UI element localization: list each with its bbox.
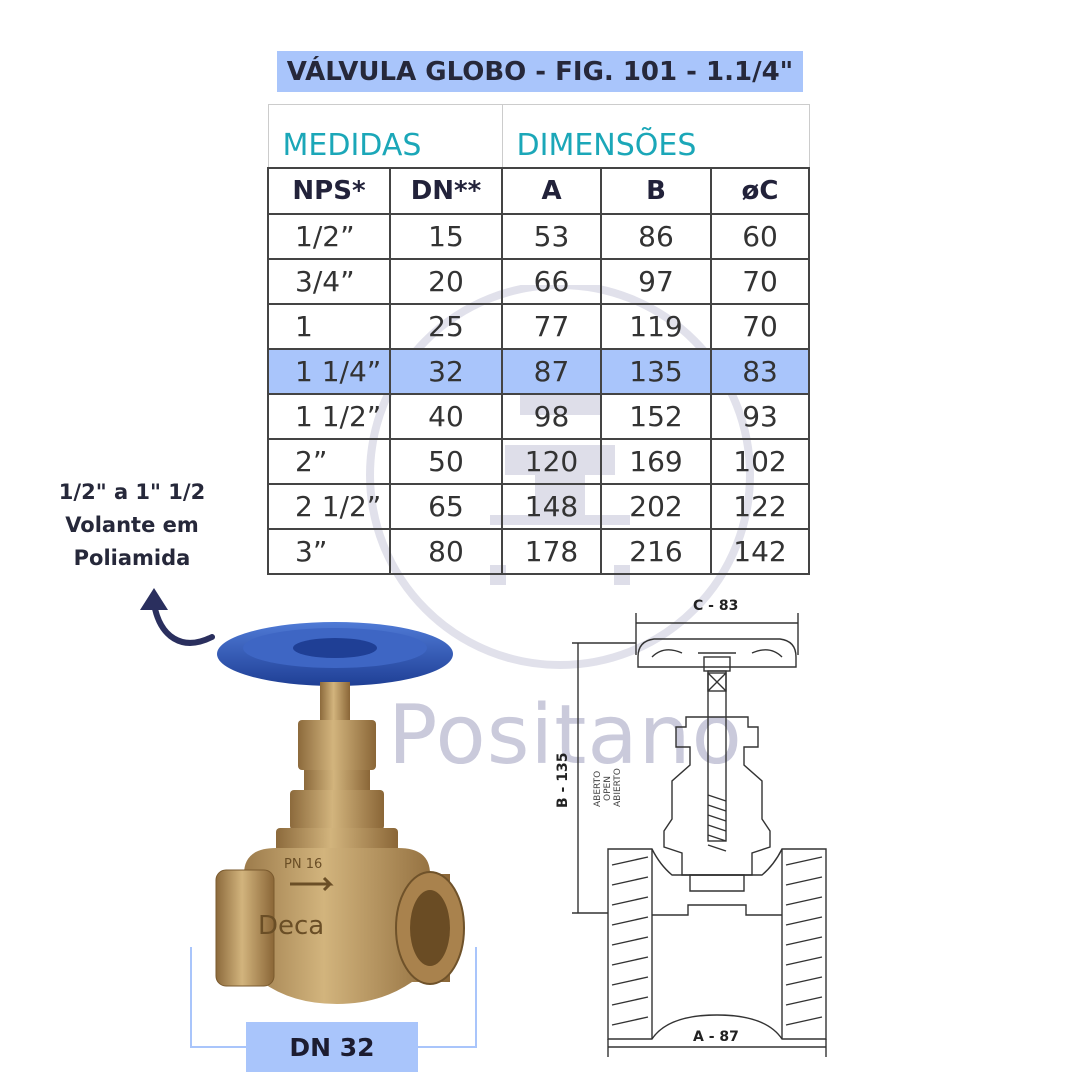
header-b: B (600, 167, 712, 215)
curved-arrow-icon (140, 588, 215, 646)
cell-b: 216 (600, 528, 712, 575)
cell-c: 93 (709, 393, 811, 440)
cell-nps: 3” (267, 528, 391, 575)
cell-b: 97 (600, 258, 712, 305)
handwheel-note: 1/2" a 1" 1/2 Volante em Poliamida (48, 476, 216, 575)
dimension-label-a: A - 87 (693, 1029, 739, 1045)
cell-dn: 65 (389, 483, 503, 530)
cell-dn: 25 (389, 303, 503, 350)
cell-b: 86 (600, 213, 712, 260)
cell-c: 102 (709, 438, 811, 485)
cell-nps: 1 (267, 303, 391, 350)
page-title: VÁLVULA GLOBO - FIG. 101 - 1.1/4" (286, 56, 794, 87)
stem-label-aberto: ABERTO (593, 771, 603, 807)
cell-nps: 1/2” (267, 213, 391, 260)
title-banner: VÁLVULA GLOBO - FIG. 101 - 1.1/4" (277, 51, 803, 92)
body-mark-pressure: PN 16 (284, 857, 322, 872)
note-line-material-1: Volante em (65, 513, 199, 537)
cell-c: 60 (709, 213, 811, 260)
table-header-row: NPS* DN** A B øC (267, 167, 811, 215)
cell-a: 178 (501, 528, 602, 575)
table-row: 1 1/2” 40 98 152 93 (267, 393, 811, 440)
watermark-text: Positano (388, 688, 743, 783)
cell-b: 169 (600, 438, 712, 485)
header-c: øC (709, 167, 811, 215)
cell-a: 148 (501, 483, 602, 530)
cell-dn: 50 (389, 438, 503, 485)
cell-c: 70 (709, 258, 811, 305)
header-dn: DN** (389, 167, 503, 215)
cell-dn: 32 (389, 348, 503, 395)
header-nps: NPS* (267, 167, 391, 215)
stem-label-abierto: ABIERTO (613, 768, 623, 807)
cell-a: 77 (501, 303, 602, 350)
table-row: 1 25 77 119 70 (267, 303, 811, 350)
cell-a: 98 (501, 393, 602, 440)
cell-b: 202 (600, 483, 712, 530)
table-row: 2 1/2” 65 148 202 122 (267, 483, 811, 530)
cell-c: 70 (709, 303, 811, 350)
cell-b: 152 (600, 393, 712, 440)
valve-photo: PN 16 Deca (215, 622, 465, 1004)
dimension-label-b: B - 135 (555, 752, 571, 808)
table-row-highlighted: 1 1/4” 32 87 135 83 (267, 348, 811, 395)
cell-dn: 15 (389, 213, 503, 260)
table-row: 2” 50 120 169 102 (267, 438, 811, 485)
cell-b: 135 (600, 348, 712, 395)
table-row: 3/4” 20 66 97 70 (267, 258, 811, 305)
cell-nps: 1 1/4” (267, 348, 391, 395)
stem-label-open: OPEN (603, 776, 613, 801)
dimensions-table: MEDIDAS DIMENSÕES NPS* DN** A B øC 1/2” … (267, 104, 811, 575)
cell-dn: 40 (389, 393, 503, 440)
cell-nps: 2 1/2” (267, 483, 391, 530)
cell-c: 142 (709, 528, 811, 575)
valve-technical-drawing: ABERTO OPEN ABIERTO (572, 613, 827, 1057)
cell-nps: 1 1/2” (267, 393, 391, 440)
dn-badge: DN 32 (246, 1022, 418, 1072)
cell-b: 119 (600, 303, 712, 350)
group-label-measures: MEDIDAS (267, 104, 503, 169)
table-row: 3” 80 178 216 142 (267, 528, 811, 575)
group-label-dimensions: DIMENSÕES (501, 104, 810, 169)
dimension-label-c: C - 83 (693, 598, 739, 614)
cell-nps: 3/4” (267, 258, 391, 305)
cell-dn: 80 (389, 528, 503, 575)
cell-c: 83 (709, 348, 811, 395)
table-row: 1/2” 15 53 86 60 (267, 213, 811, 260)
cell-a: 87 (501, 348, 602, 395)
size-bracket (190, 947, 477, 1048)
cell-dn: 20 (389, 258, 503, 305)
cell-a: 53 (501, 213, 602, 260)
cell-c: 122 (709, 483, 811, 530)
body-mark-brand: Deca (258, 911, 324, 941)
dn-badge-label: DN 32 (289, 1032, 375, 1062)
note-line-size: 1/2" a 1" 1/2 (58, 480, 206, 504)
cell-a: 66 (501, 258, 602, 305)
cell-nps: 2” (267, 438, 391, 485)
note-line-material-2: Poliamida (73, 546, 191, 570)
header-a: A (501, 167, 602, 215)
cell-a: 120 (501, 438, 602, 485)
table-group-row: MEDIDAS DIMENSÕES (267, 104, 810, 169)
